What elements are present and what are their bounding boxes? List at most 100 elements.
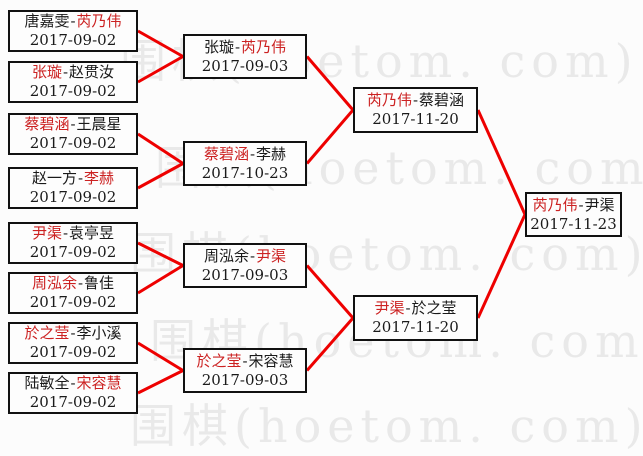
winner-name: 於之莹 xyxy=(24,324,70,342)
winner-name: 蔡碧涵 xyxy=(203,144,249,163)
match-pairing: 张璇-赵贯汝 xyxy=(32,63,114,82)
match-date: 2017-09-02 xyxy=(29,243,117,261)
separator-dash: - xyxy=(234,37,241,56)
match-pairing: 周泓余-尹渠 xyxy=(204,247,286,266)
match-date: 2017-11-23 xyxy=(530,214,617,233)
separator-dash: - xyxy=(405,299,411,317)
match-pairing: 芮乃伟-尹渠 xyxy=(532,196,614,215)
bracket-connector-line xyxy=(137,264,184,295)
match-date: 2017-10-23 xyxy=(201,163,289,182)
bracket-connector-line xyxy=(305,109,355,165)
separator-dash: - xyxy=(77,169,84,187)
winner-name: 尹渠 xyxy=(374,299,405,317)
bracket-connector-line xyxy=(305,55,355,111)
player-name: 宋容慧 xyxy=(248,351,294,370)
bracket-connector-line xyxy=(137,241,184,267)
bracket-connector-line xyxy=(137,29,184,58)
bracket-connector-line xyxy=(476,213,527,319)
separator-dash: - xyxy=(70,115,76,133)
match-pairing: 蔡碧涵-王晨星 xyxy=(24,115,121,134)
match-pairing: 赵一方-李赫 xyxy=(32,169,114,188)
player-name: 赵贯汝 xyxy=(69,63,115,81)
separator-dash: - xyxy=(249,144,256,163)
match-date: 2017-09-02 xyxy=(29,393,117,411)
separator-dash: - xyxy=(249,246,256,265)
match-date: 2017-11-20 xyxy=(372,110,459,128)
match-pairing: 蔡碧涵-李赫 xyxy=(204,145,286,164)
separator-dash: - xyxy=(62,224,69,242)
player-name: 袁亭昱 xyxy=(69,224,115,242)
winner-name: 蔡碧涵 xyxy=(24,115,70,133)
bracket-connector-line xyxy=(305,317,355,372)
winner-name: 於之莹 xyxy=(196,351,242,370)
player-name: 张璇 xyxy=(203,37,234,56)
winner-name: 宋容慧 xyxy=(76,374,122,392)
bracket-connector-line xyxy=(137,55,184,84)
match-date: 2017-09-03 xyxy=(201,370,289,389)
bracket-connector-line xyxy=(137,341,184,372)
match-date: 2017-09-02 xyxy=(29,293,117,311)
match-date: 2017-09-02 xyxy=(29,343,117,361)
player-name: 唐嘉雯 xyxy=(24,12,70,30)
match-pairing: 陆敏全-宋容慧 xyxy=(24,374,121,393)
winner-name: 李赫 xyxy=(84,169,115,187)
connector-lines xyxy=(137,29,527,395)
winner-name: 张璇 xyxy=(31,63,62,81)
match-pairing: 於之莹-李小溪 xyxy=(24,324,121,343)
player-name: 鲁佳 xyxy=(84,274,115,292)
match-date: 2017-09-02 xyxy=(29,134,117,152)
bracket-connector-line xyxy=(137,132,184,165)
match-date: 2017-09-03 xyxy=(201,265,289,284)
winner-name: 芮乃伟 xyxy=(241,37,287,56)
match-pairing: 唐嘉雯-芮乃伟 xyxy=(24,12,121,31)
player-name: 王晨星 xyxy=(76,115,122,133)
match-pairing: 尹渠-袁亭昱 xyxy=(32,224,114,243)
separator-dash: - xyxy=(412,91,419,109)
match-pairing: 芮乃伟-蔡碧涵 xyxy=(367,91,464,110)
winner-name: 尹渠 xyxy=(31,224,62,242)
winner-name: 芮乃伟 xyxy=(532,195,578,214)
match-date: 2017-09-02 xyxy=(29,188,117,206)
match-pairing: 尹渠-於之莹 xyxy=(374,299,456,318)
separator-dash: - xyxy=(70,374,76,392)
separator-dash: - xyxy=(62,63,69,81)
separator-dash: - xyxy=(77,274,84,292)
winner-name: 芮乃伟 xyxy=(76,12,122,30)
winner-name: 尹渠 xyxy=(256,246,287,265)
match-pairing: 周泓余-鲁佳 xyxy=(32,274,114,293)
bracket-canvas: 围棋(hoetom. com)围棋(hoetom. com)围棋(hoetom.… xyxy=(8,10,643,453)
player-name: 蔡碧涵 xyxy=(419,91,465,109)
player-name: 赵一方 xyxy=(31,169,77,187)
separator-dash: - xyxy=(70,12,76,30)
player-name: 陆敏全 xyxy=(24,374,70,392)
bracket-connector-line xyxy=(137,369,184,395)
winner-name: 芮乃伟 xyxy=(366,91,412,109)
match-pairing: 於之莹-宋容慧 xyxy=(196,352,293,371)
bracket-connector-line xyxy=(137,162,184,190)
match-date: 2017-09-02 xyxy=(29,82,117,100)
separator-dash: - xyxy=(578,195,584,214)
match-date: 2017-09-03 xyxy=(201,56,289,75)
separator-dash: - xyxy=(242,351,248,370)
player-name: 周泓余 xyxy=(203,246,249,265)
bracket-connector-line xyxy=(305,264,355,319)
bracket-connector-line xyxy=(476,109,527,216)
winner-name: 周泓余 xyxy=(31,274,77,292)
player-name: 李赫 xyxy=(256,144,287,163)
match-pairing: 张璇-芮乃伟 xyxy=(204,38,286,57)
match-date: 2017-09-02 xyxy=(29,31,117,49)
